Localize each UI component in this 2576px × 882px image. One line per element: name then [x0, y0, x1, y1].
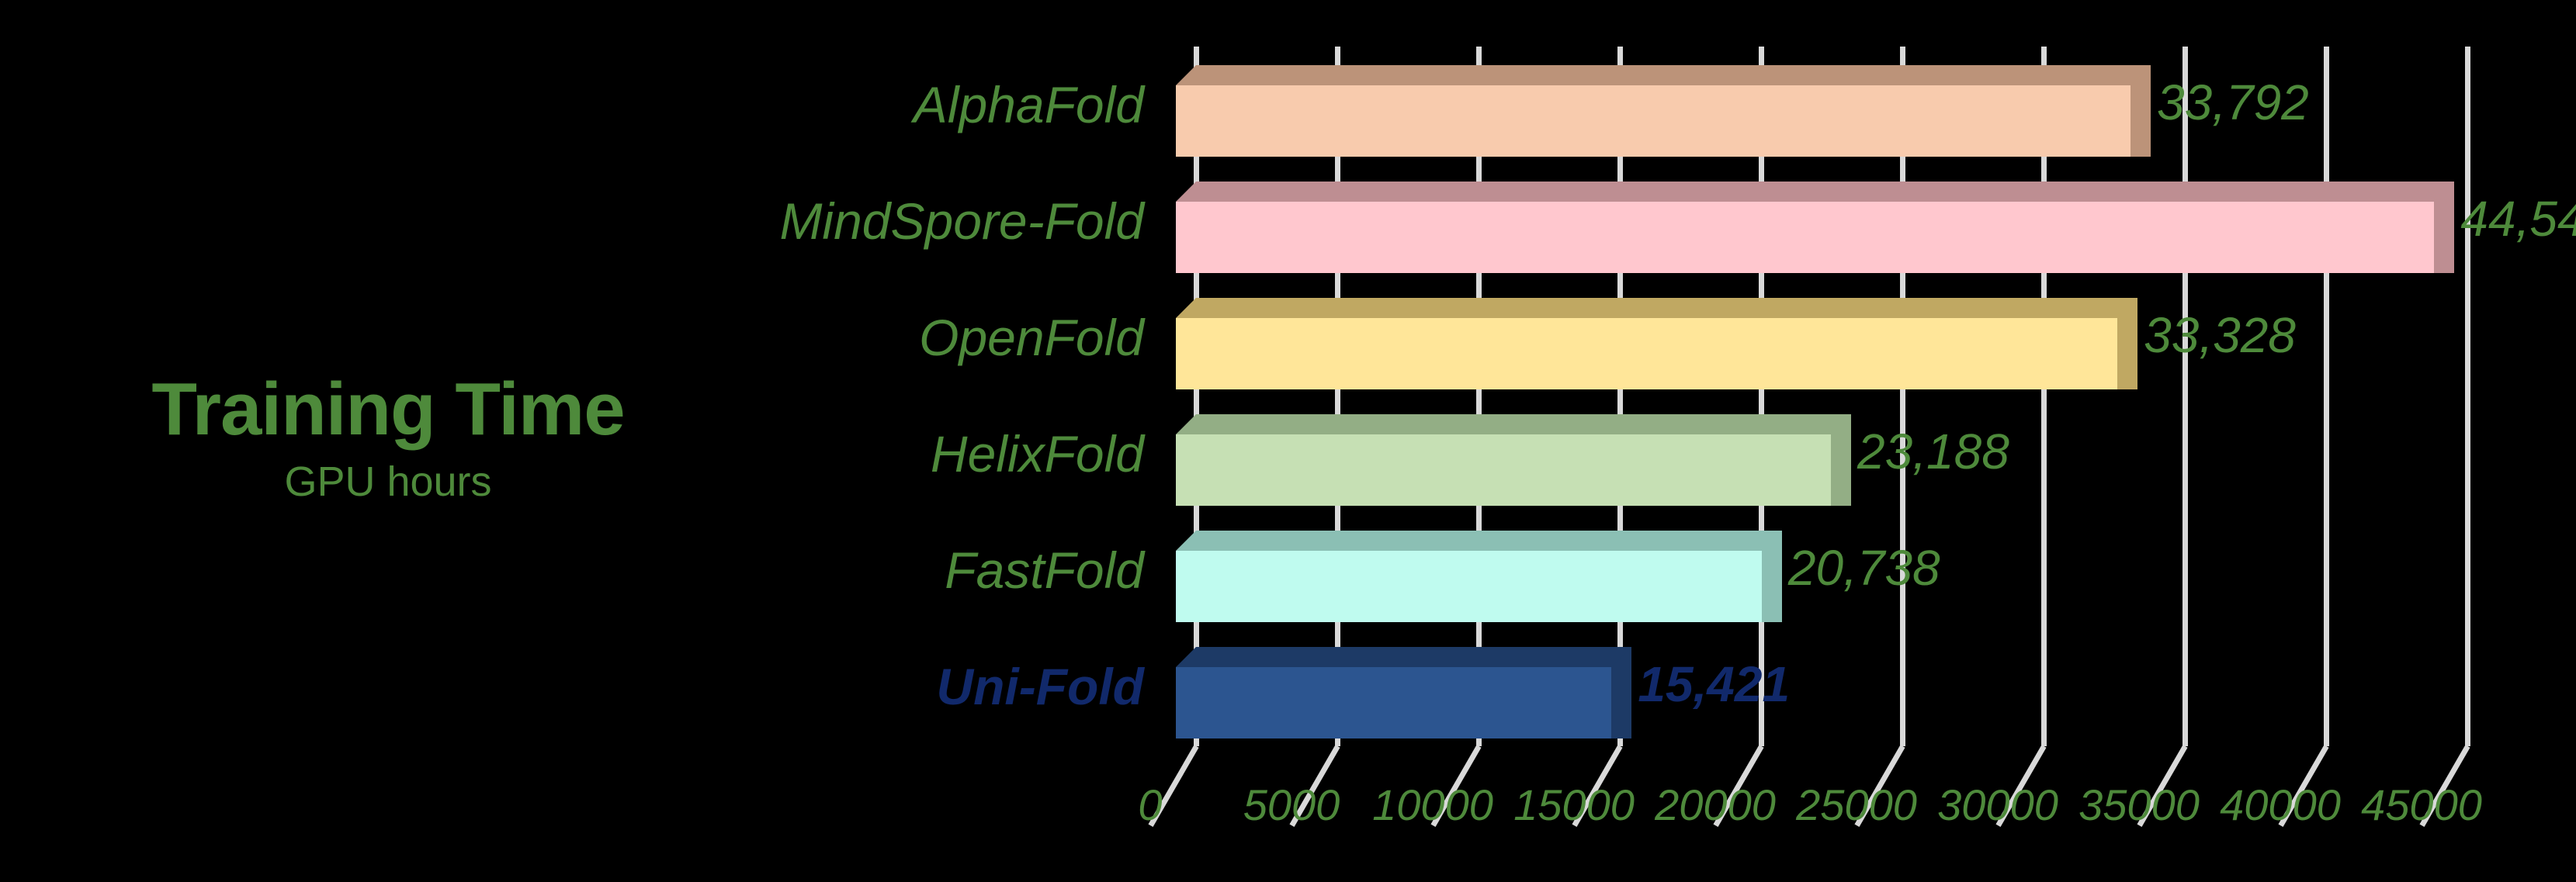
- gridline-vertical: [2182, 47, 2188, 746]
- bar-front-face: [1176, 667, 1612, 738]
- bar-top-face: [1176, 182, 2455, 202]
- bar-front-face: [1176, 318, 2118, 389]
- value-label-mindspore-fold: 44,544: [2460, 191, 2576, 247]
- bar-side-face: [1831, 414, 1852, 506]
- bar-front-face: [1176, 202, 2435, 273]
- bar-front-face: [1176, 85, 2131, 157]
- x-tick-label: 25000: [1796, 780, 1917, 829]
- gridline-vertical: [1476, 47, 1482, 746]
- gridline-vertical: [2324, 47, 2329, 746]
- category-label-helixfold: HelixFold: [930, 425, 1144, 483]
- x-tick-label: 10000: [1372, 780, 1493, 829]
- x-tick-label: 30000: [1937, 780, 2058, 829]
- bar-side-face: [1611, 647, 1632, 738]
- chart-subtitle: GPU hours: [284, 458, 492, 505]
- category-label-uni-fold: Uni-Fold: [936, 658, 1144, 715]
- bar-front-face: [1176, 551, 1762, 622]
- value-label-openfold: 33,328: [2144, 307, 2296, 363]
- gridline-vertical: [1194, 47, 1199, 746]
- gridline-vertical: [2465, 47, 2470, 746]
- category-label-fastfold: FastFold: [945, 541, 1144, 599]
- x-tick-label: 5000: [1243, 780, 1340, 829]
- bar-side-face: [2434, 182, 2455, 273]
- bar-side-face: [2130, 65, 2151, 157]
- page-title: Training Time: [151, 368, 625, 451]
- bar-alphafold[interactable]: [1176, 65, 2151, 157]
- gridline-vertical: [2041, 47, 2047, 746]
- bar-fastfold[interactable]: [1176, 531, 1782, 622]
- gridline-vertical: [1900, 47, 1905, 746]
- bar-top-face: [1176, 647, 1632, 667]
- x-tick-label: 0: [1138, 780, 1163, 829]
- bar-front-face: [1176, 434, 1832, 506]
- gridline-vertical: [1759, 47, 1764, 746]
- bar-top-face: [1176, 298, 2138, 318]
- value-label-alphafold: 33,792: [2157, 74, 2309, 130]
- x-tick-label: 20000: [1655, 780, 1776, 829]
- value-label-uni-fold: 15,421: [1638, 656, 1791, 712]
- bar-top-face: [1176, 414, 1852, 434]
- x-tick-label: 40000: [2220, 780, 2341, 829]
- x-tick-label: 45000: [2361, 780, 2482, 829]
- gridline-vertical: [1335, 47, 1340, 746]
- category-label-alphafold: AlphaFold: [913, 76, 1144, 133]
- bar-side-face: [2117, 298, 2138, 389]
- gridline-vertical: [1617, 47, 1623, 746]
- x-tick-label: 15000: [1513, 780, 1635, 829]
- title-block: Training Time GPU hours: [47, 372, 730, 503]
- value-label-helixfold: 23,188: [1857, 424, 2009, 479]
- bar-helixfold[interactable]: [1176, 414, 1852, 506]
- category-label-mindspore-fold: MindSpore-Fold: [779, 192, 1144, 250]
- bar-top-face: [1176, 531, 1782, 551]
- value-label-fastfold: 20,738: [1787, 540, 1940, 596]
- bar-mindspore-fold[interactable]: [1176, 182, 2455, 273]
- x-tick-label: 35000: [2078, 780, 2200, 829]
- bar-uni-fold[interactable]: [1176, 647, 1632, 738]
- bar-openfold[interactable]: [1176, 298, 2138, 389]
- bar-side-face: [1761, 531, 1782, 622]
- category-label-openfold: OpenFold: [919, 309, 1144, 366]
- bar-top-face: [1176, 65, 2151, 85]
